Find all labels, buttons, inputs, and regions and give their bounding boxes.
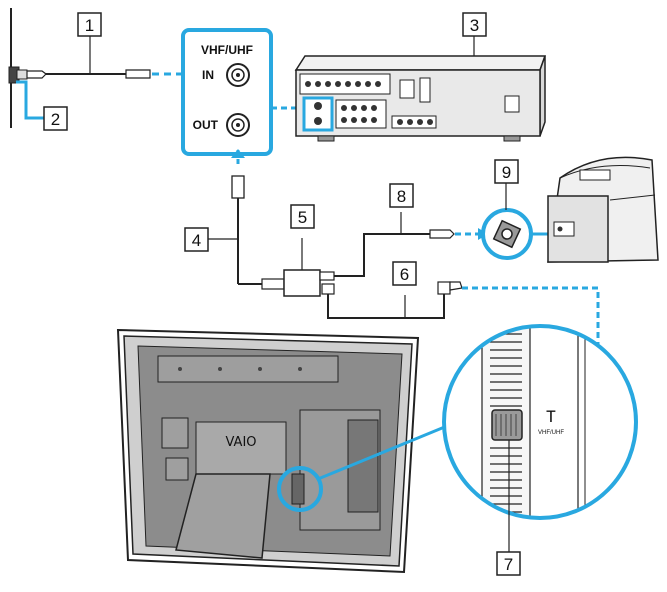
coax-cable-to-splitter [208, 175, 285, 290]
vhf-uhf-port [491, 409, 523, 441]
svg-text:7: 7 [504, 555, 513, 574]
signal-splitter [283, 238, 335, 297]
port-highlight [277, 466, 323, 512]
svg-text:3: 3 [470, 16, 479, 35]
in-port [226, 63, 250, 87]
antenna-port-caption: VHF/UHF [538, 430, 564, 436]
callout-4: 4 [184, 227, 209, 252]
pc-back-view: VAIO [116, 328, 420, 574]
svg-text:4: 4 [192, 231, 201, 250]
callout-5: 5 [290, 204, 315, 229]
vcr-device [294, 55, 547, 142]
panel-header: VHF/UHF [201, 43, 253, 57]
television [547, 156, 659, 263]
vaio-logo: VAIO [225, 435, 256, 450]
svg-text:1: 1 [85, 16, 94, 35]
svg-text:5: 5 [298, 208, 307, 227]
callout-2: 2 [43, 106, 68, 131]
port-zoom-view: T VHF/UHF [442, 324, 638, 552]
callout-9: 9 [494, 159, 519, 184]
svg-text:6: 6 [400, 265, 409, 284]
wall-outlet [8, 8, 44, 128]
callout-1: 1 [77, 12, 102, 37]
svg-text:9: 9 [502, 163, 511, 182]
svg-text:8: 8 [397, 187, 406, 206]
out-port-label: OUT [193, 118, 219, 132]
antenna-port-symbol: T [546, 407, 556, 426]
in-port-label: IN [202, 68, 214, 82]
svg-text:2: 2 [51, 110, 60, 129]
callout-6: 6 [392, 261, 417, 286]
vhf-uhf-panel: VHF/UHF IN OUT [181, 28, 300, 156]
out-port [226, 113, 250, 137]
callout-7: 7 [496, 551, 521, 576]
tv-antenna-input [481, 208, 556, 260]
callout-8: 8 [389, 183, 414, 208]
callout-3: 3 [462, 12, 487, 37]
